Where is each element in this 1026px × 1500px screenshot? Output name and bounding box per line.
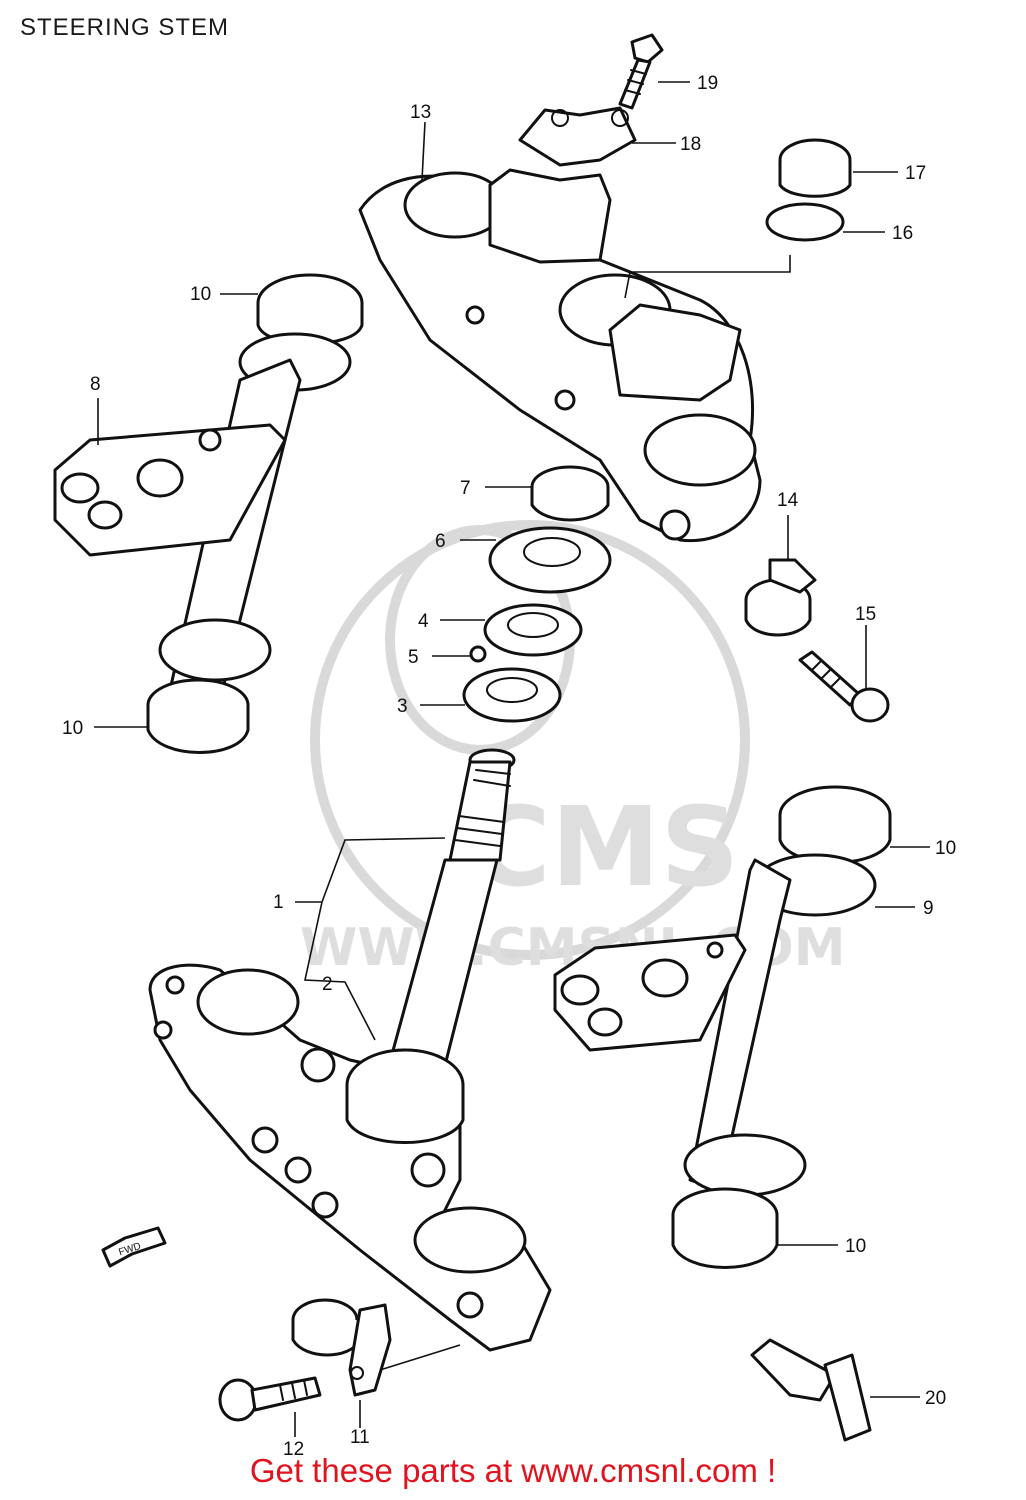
callout-15: 15 <box>855 604 876 625</box>
promo-link-text[interactable]: Get these parts at www.cmsnl.com ! <box>249 1452 777 1489</box>
forward-arrow: FWD <box>101 1226 167 1268</box>
callout-10-upper-right: 10 <box>935 838 956 859</box>
stem-cap <box>778 138 852 198</box>
callout-13: 13 <box>410 102 431 123</box>
handlebar-holder <box>518 106 637 167</box>
callout-12: 12 <box>283 1439 304 1460</box>
callout-8: 8 <box>90 374 101 395</box>
leader-lines <box>94 81 930 1437</box>
bearing-race-upper <box>483 603 583 657</box>
callout-10-lower-right: 10 <box>845 1236 866 1257</box>
lock-nut <box>530 465 610 522</box>
callout-20: 20 <box>925 1388 946 1409</box>
callout-6: 6 <box>435 531 446 552</box>
upper-bracket <box>358 168 762 543</box>
callout-19: 19 <box>697 73 718 94</box>
callout-10-upper-left: 10 <box>190 284 211 305</box>
callout-11: 11 <box>350 1427 370 1448</box>
left-fork-bracket <box>53 273 364 754</box>
callout-5: 5 <box>408 647 419 668</box>
wire-clamp <box>291 1298 392 1397</box>
callout-14: 14 <box>777 490 799 511</box>
callout-3: 3 <box>397 696 408 717</box>
clamp-bolt-lower <box>218 1376 322 1422</box>
callout-9: 9 <box>923 898 934 919</box>
callout-17: 17 <box>905 163 926 184</box>
lower-bracket <box>148 963 552 1352</box>
spacer-washer <box>488 526 612 594</box>
bearing-ball <box>469 645 487 663</box>
callout-10-lower-left: 10 <box>62 718 83 739</box>
holder-bolt <box>618 33 664 110</box>
callout-labels: 19 18 13 17 16 10 8 7 6 4 5 3 10 14 15 1… <box>62 73 956 1460</box>
callout-2: 2 <box>322 974 333 995</box>
callout-4: 4 <box>418 611 429 632</box>
steering-stem <box>383 748 516 1087</box>
bearing-race-lower <box>462 667 562 723</box>
cap-washer <box>765 202 845 242</box>
watermark-logo: CMS <box>470 783 739 911</box>
right-fork-bracket <box>553 785 892 1269</box>
page-title: STEERING STEM <box>20 14 230 41</box>
pinch-clamp <box>744 558 817 637</box>
steering-lock <box>750 1338 872 1442</box>
callout-7: 7 <box>460 478 471 499</box>
callout-18: 18 <box>680 134 701 155</box>
clamp-bolt <box>798 650 890 723</box>
callout-16: 16 <box>892 223 913 244</box>
callout-1: 1 <box>273 892 284 913</box>
